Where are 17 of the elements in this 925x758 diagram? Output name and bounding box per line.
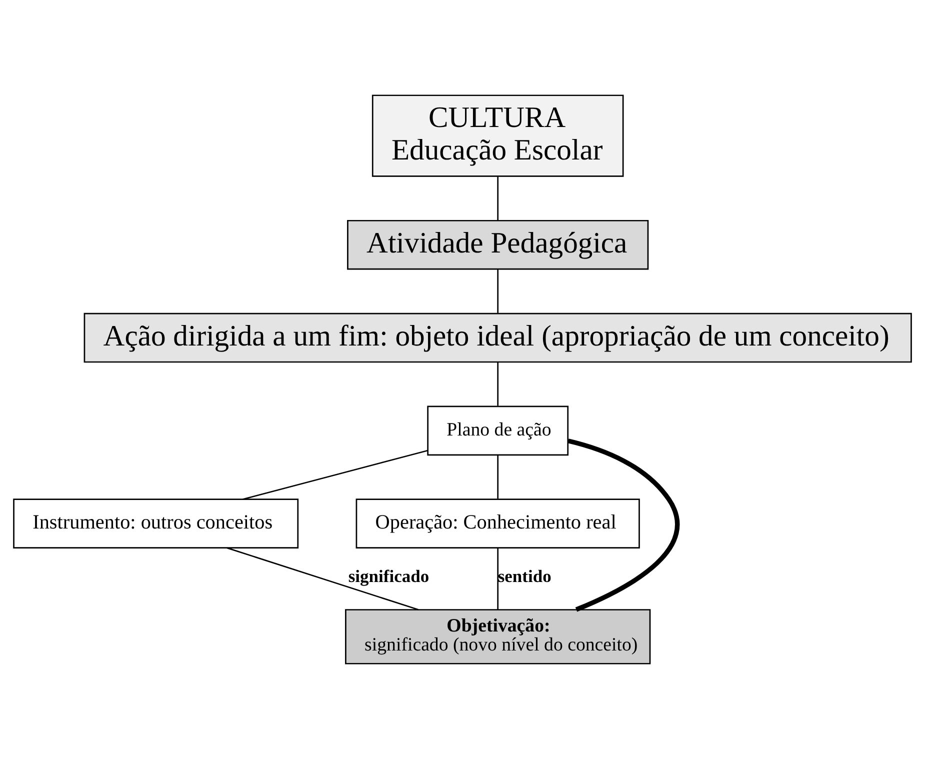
node-box: Instrumento: outros conceitos: [13, 498, 299, 548]
node-box: Operação: Conhecimento real: [356, 498, 640, 548]
connector: [497, 362, 499, 406]
connector: [242, 449, 428, 500]
node-box: Atividade Pedagógica: [347, 219, 649, 270]
node-box: Plano de ação: [427, 405, 569, 456]
connector: [497, 548, 499, 610]
edge-label: significado: [348, 566, 430, 586]
connector: [568, 438, 680, 612]
connector: [497, 454, 499, 498]
node-box: CULTURA Educação Escolar: [372, 94, 624, 176]
connector: [497, 176, 499, 220]
edge-label: sentido: [498, 566, 552, 586]
connector: [497, 268, 499, 312]
node-box: Objetivação: significado (novo nível do conceito): [345, 608, 651, 664]
node-box: Ação dirigida a um fim: objeto ideal (apropriação de um conceito): [84, 312, 912, 362]
connector: [226, 546, 418, 610]
